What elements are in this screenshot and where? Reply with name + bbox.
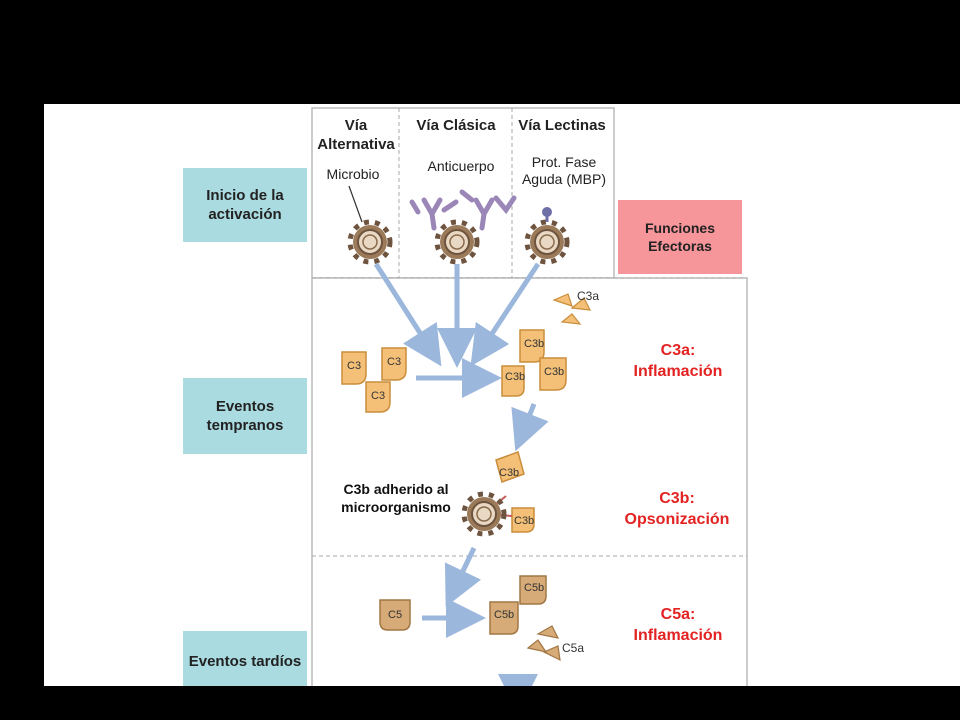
antibody-label: Anticuerpo bbox=[427, 158, 495, 174]
c5b-fragment-2 bbox=[519, 575, 547, 605]
label-c3-2: C3 bbox=[387, 356, 401, 368]
label-c3-1: C3 bbox=[347, 360, 361, 372]
microbe-label: Microbio bbox=[326, 166, 380, 182]
c3a-pieces bbox=[552, 293, 592, 325]
label-c3b-2: C3b bbox=[505, 371, 525, 383]
c5-fragment bbox=[379, 599, 411, 631]
function-c3b-name: C3b: bbox=[659, 490, 695, 507]
function-c3a-effect: Inflamación bbox=[633, 363, 723, 380]
mbp-icon bbox=[542, 207, 552, 222]
molecule-labels: C3 C3 C3 C3b C3b C3b C3a C3b C3b C5 C5b … bbox=[347, 289, 599, 655]
microbe-pointer bbox=[348, 185, 363, 223]
pathway-diagram bbox=[311, 107, 748, 686]
stage-late: Eventos tardíos bbox=[183, 631, 307, 686]
lectin-protein-label: Prot. Fase Aguda (MBP) bbox=[521, 154, 607, 187]
function-c5a-effect: Inflamación bbox=[633, 627, 723, 644]
c5-fragments bbox=[379, 575, 547, 635]
function-c3b: C3b: Opsonización bbox=[604, 488, 750, 530]
c3-fragment-2 bbox=[381, 347, 407, 381]
label-c3-3: C3 bbox=[371, 390, 385, 402]
function-c3a-name: C3a: bbox=[660, 342, 696, 359]
function-c5a: C5a: Inflamación bbox=[610, 604, 746, 646]
pathway-lectin: Vía Lectinas bbox=[518, 117, 606, 134]
effector-functions-header: Funciones Efectoras bbox=[618, 200, 742, 274]
pathway-alternative: Vía Alternativa bbox=[317, 117, 395, 153]
bound-c3b-label: C3b adherido al microorganismo bbox=[341, 481, 451, 515]
pathway-classical: Vía Clásica bbox=[416, 117, 496, 134]
c5b-fragment-1 bbox=[489, 601, 519, 635]
pathway-arrows bbox=[373, 262, 549, 686]
c3-fragment-3 bbox=[365, 381, 391, 413]
label-c3a: C3a bbox=[577, 289, 599, 303]
label-c3b-1: C3b bbox=[524, 338, 544, 350]
antibody-icon bbox=[409, 189, 517, 231]
c3-fragments bbox=[341, 347, 407, 413]
label-c5a: C5a bbox=[562, 641, 584, 655]
label-c3b-3: C3b bbox=[544, 366, 564, 378]
label-c5b-2: C5b bbox=[524, 582, 544, 594]
stage-early: Eventos tempranos bbox=[183, 378, 307, 454]
slide: Inicio de la activación Eventos temprano… bbox=[44, 104, 960, 686]
label-c3b-bound-2: C3b bbox=[514, 515, 534, 527]
function-c5a-name: C5a: bbox=[660, 606, 696, 623]
label-c5b-1: C5b bbox=[494, 609, 514, 621]
stage-initiation: Inicio de la activación bbox=[183, 168, 307, 242]
function-c3b-effect: Opsonización bbox=[624, 511, 730, 528]
function-c3a: C3a: Inflamación bbox=[610, 340, 746, 382]
c5a-pieces bbox=[526, 625, 561, 662]
c3-fragment-1 bbox=[341, 351, 367, 385]
label-c5: C5 bbox=[388, 609, 402, 621]
label-c3b-bound-1: C3b bbox=[499, 467, 519, 479]
c3b-fragments bbox=[495, 329, 567, 533]
